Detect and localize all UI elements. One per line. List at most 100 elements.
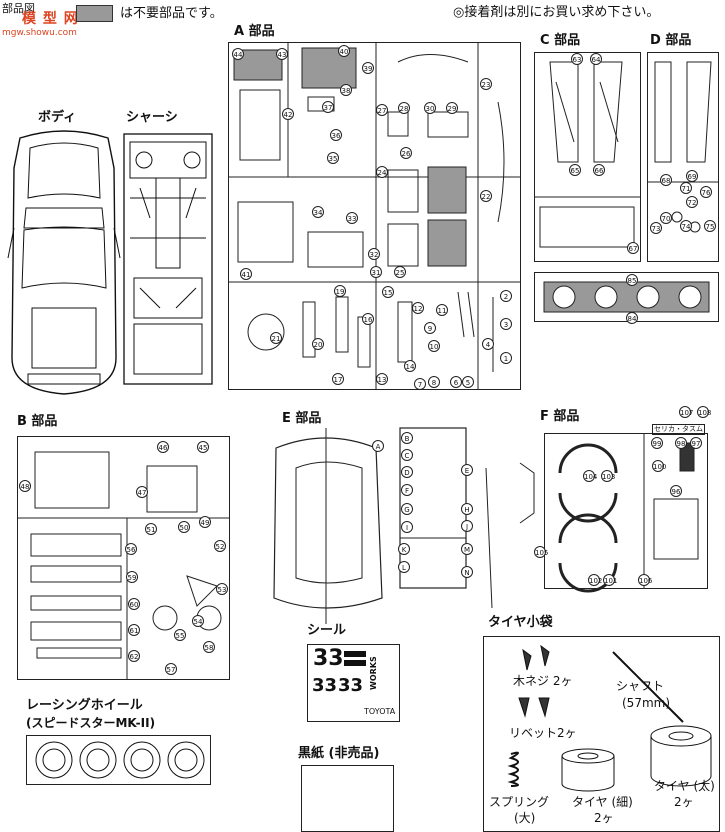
e-part-letter: A [372, 440, 384, 452]
a-part-num: 3 [500, 318, 512, 330]
b-part-num: 58 [203, 641, 215, 653]
a-part-num: 20 [312, 338, 324, 350]
black-paper-label: 黒紙 (非売品) [298, 746, 380, 761]
racing-wheel-sprue [35, 741, 205, 779]
a-parts-label: A 部品 [234, 24, 275, 39]
rivet-label: リベット2ヶ [509, 726, 577, 740]
a-part-num: 21 [270, 332, 282, 344]
c-parts-sprue [534, 61, 641, 248]
a-part-num: 6 [450, 376, 462, 388]
a-part-num: 7 [414, 378, 426, 390]
chassis-drawing [123, 133, 213, 385]
f-part-num: 98 [675, 437, 687, 449]
unused-note: は不要部品です。 [120, 6, 223, 21]
a-part-num: 23 [480, 78, 492, 90]
e-part-letter: D [401, 466, 413, 478]
d-part-num: 73 [650, 222, 662, 234]
e-part-letter: H [461, 503, 473, 515]
a-part-num: 26 [400, 147, 412, 159]
f-tag: セリカ・タスム [652, 424, 705, 435]
row-part-num: 85 [626, 274, 638, 286]
a-part-num: 42 [282, 108, 294, 120]
shaft-length: (57mm) [622, 696, 671, 710]
d-part-num: 74 [680, 220, 692, 232]
wheel-sprue [543, 281, 710, 313]
b-part-num: 60 [128, 598, 140, 610]
a-part-num: 34 [312, 206, 324, 218]
a-part-num: 2 [500, 290, 512, 302]
a-part-num: 44 [232, 48, 244, 60]
d-part-num: 72 [686, 196, 698, 208]
e-part-letter: J [461, 520, 473, 532]
f-part-num: 108 [697, 406, 711, 418]
b-part-num: 49 [199, 516, 211, 528]
seal-sheet [307, 644, 400, 722]
f-part-num: 107 [679, 406, 693, 418]
b-part-num: 51 [145, 523, 157, 535]
seal-num-b: 33 [338, 675, 364, 696]
b-parts-frame [17, 436, 230, 680]
a-part-num: 41 [240, 268, 252, 280]
c-part-num: 63 [571, 53, 583, 65]
a-part-num: 14 [404, 360, 416, 372]
c-part-num: 66 [593, 164, 605, 176]
f-parts-frame [544, 433, 708, 589]
e-part-letter: F [401, 484, 413, 496]
b-part-num: 62 [128, 650, 140, 662]
e-part-letter: C [401, 449, 413, 461]
c-part-num: 65 [569, 164, 581, 176]
a-part-num: 8 [428, 376, 440, 388]
d-part-num: 71 [680, 182, 692, 194]
a-part-num: 40 [338, 45, 350, 57]
b-part-num: 57 [165, 663, 177, 675]
f-part-num: 106 [638, 574, 652, 586]
e-part-letter: G [401, 503, 413, 515]
a-part-num: 22 [480, 190, 492, 202]
e-part-letter: E [461, 464, 473, 476]
e-part-letter: M [461, 543, 473, 555]
body-label: ボディ [38, 110, 77, 125]
a-part-num: 25 [394, 266, 406, 278]
c-parts-frame [534, 52, 641, 262]
b-part-num: 50 [178, 521, 190, 533]
b-part-num: 53 [216, 583, 228, 595]
d-part-num: 76 [700, 186, 712, 198]
seal-bar [344, 660, 366, 666]
racing-wheel-frame [26, 735, 211, 785]
d-part-num: 69 [686, 170, 698, 182]
glue-note: ◎接着剤は別にお買い求め下さい。 [453, 5, 660, 20]
d-part-num: 70 [660, 212, 672, 224]
f-part-num: 105 [534, 546, 548, 558]
seal-works: WORKS [369, 656, 378, 690]
a-part-num: 11 [436, 304, 448, 316]
a-part-num: 30 [424, 102, 436, 114]
e-part-letter: K [398, 543, 410, 555]
a-part-num: 15 [382, 286, 394, 298]
tire-thin-qty: 2ヶ [594, 811, 614, 825]
a-part-num: 36 [330, 129, 342, 141]
a-part-num: 10 [428, 340, 440, 352]
seal-brand: TOYOTA [364, 707, 396, 716]
a-part-num: 4 [482, 338, 494, 350]
a-part-num: 38 [340, 84, 352, 96]
f-part-num: 103 [601, 470, 615, 482]
b-parts-sprue [17, 451, 230, 680]
a-part-num: 28 [398, 102, 410, 114]
b-parts-label: B 部品 [17, 414, 58, 429]
a-part-num: 32 [368, 248, 380, 260]
f-part-num: 96 [670, 485, 682, 497]
a-part-num: 13 [376, 373, 388, 385]
a-part-num: 5 [462, 376, 474, 388]
tire-thick-label: タイヤ (太) [654, 779, 715, 793]
a-part-num: 35 [327, 152, 339, 164]
b-part-num: 46 [157, 441, 169, 453]
d-parts-label: D 部品 [650, 33, 692, 48]
body-drawing [7, 130, 121, 395]
a-part-num: 12 [412, 302, 424, 314]
b-part-num: 61 [128, 624, 140, 636]
seal-bar [344, 651, 366, 657]
b-part-num: 48 [19, 480, 31, 492]
a-part-num: 29 [446, 102, 458, 114]
a-part-num: 1 [500, 352, 512, 364]
chassis-label: シャーシ [126, 110, 178, 125]
